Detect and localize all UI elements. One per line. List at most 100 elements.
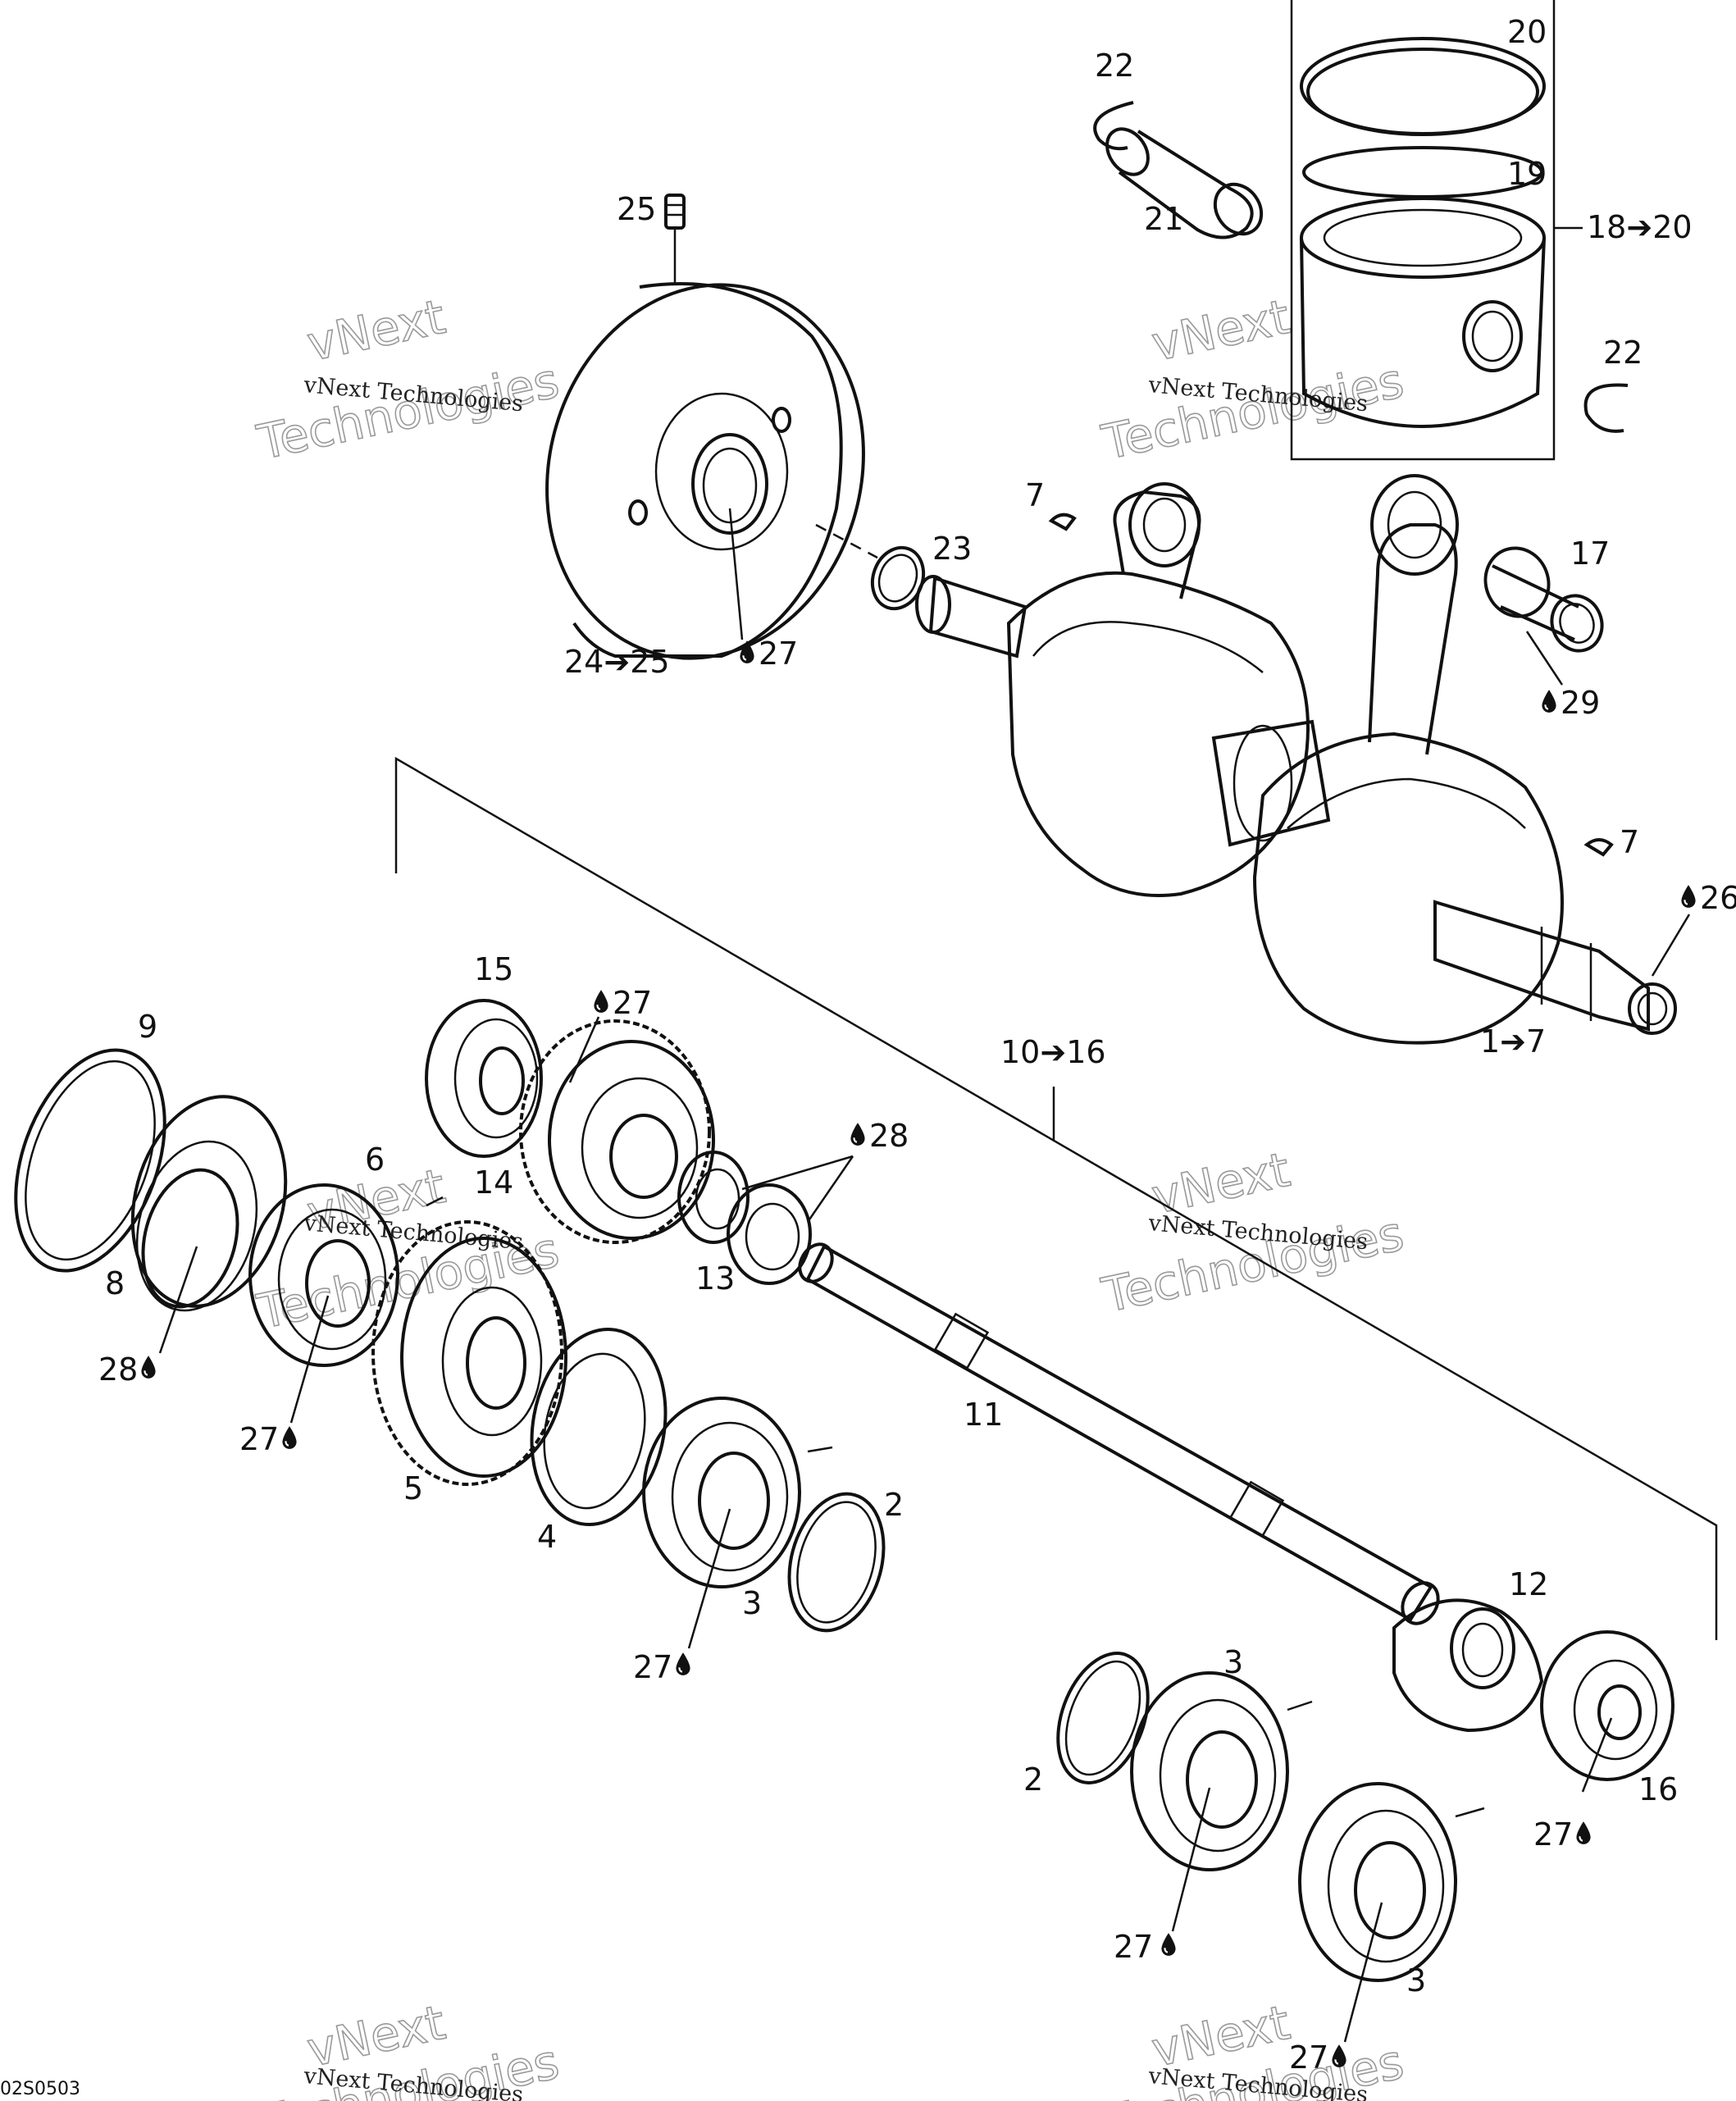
retaining-ring-2-right[interactable] xyxy=(1041,1641,1164,1795)
shim-9[interactable] xyxy=(0,1029,193,1291)
gear-14[interactable] xyxy=(519,1019,715,1244)
leader-28-a xyxy=(741,1155,854,1191)
callout-14: 14 xyxy=(474,1164,513,1201)
callout-8: 8 xyxy=(105,1265,125,1301)
callout-9: 9 xyxy=(138,1009,157,1045)
callout-7-upper: 7 xyxy=(1025,477,1045,513)
figure-code: 02S0503 xyxy=(0,2079,80,2099)
watermark-top-right: vNext Technologies vNext Technologies xyxy=(1096,288,1409,472)
crankshaft-assembly[interactable] xyxy=(915,474,1677,1045)
oil-drop-icon xyxy=(281,1425,298,1450)
watermark-top-left: vNext Technologies vNext Technologies xyxy=(252,288,564,472)
callout-28-bearing13: 28 xyxy=(869,1118,909,1154)
callout-4: 4 xyxy=(537,1519,557,1555)
callout-22-lower: 22 xyxy=(1603,335,1643,371)
circlip-22-lower[interactable] xyxy=(1583,383,1629,433)
callout-25: 25 xyxy=(617,191,656,227)
woodruff-key-7-upper[interactable] xyxy=(1048,513,1077,531)
oil-drop-icon xyxy=(593,989,609,1014)
watermark-mid-right: vNext Technologies vNext Technologies xyxy=(1096,1141,1409,1324)
oil-drop-icon xyxy=(1541,689,1557,713)
crankshaft-seal-23[interactable] xyxy=(864,540,932,616)
callout-28-seal: 28 xyxy=(98,1351,138,1388)
ball-bearing-3-left[interactable] xyxy=(642,1397,833,1588)
retaining-ring-2-left[interactable] xyxy=(775,1483,898,1642)
ball-bearing-6[interactable] xyxy=(248,1183,444,1367)
callout-15: 15 xyxy=(474,951,513,987)
oil-drop-icon xyxy=(140,1355,157,1379)
piston[interactable] xyxy=(1300,197,1546,428)
thrust-washer-4[interactable] xyxy=(517,1319,680,1535)
callout-3-left: 3 xyxy=(742,1585,762,1621)
ball-bearing-3-upper-right[interactable] xyxy=(1130,1671,1313,1871)
callout-27-bearing3-left: 27 xyxy=(633,1649,672,1685)
bearing-13-b[interactable] xyxy=(727,1183,812,1285)
watermark-mid-left: vNext Technologies vNext Technologies xyxy=(252,1157,564,1341)
leader-27-gear14 xyxy=(568,1016,600,1083)
balancer-shaft-11[interactable] xyxy=(793,1238,1445,1629)
ball-bearing-3-lower-right[interactable] xyxy=(1298,1782,1485,1982)
callout-1-7: 1➔7 xyxy=(1480,1023,1546,1060)
oil-drop-icon xyxy=(1680,884,1697,909)
leader-27-bearing3-lower xyxy=(1343,1902,1383,2043)
piston-ring-20[interactable] xyxy=(1300,37,1546,136)
callout-18-20: 18➔20 xyxy=(1587,209,1693,245)
callout-5: 5 xyxy=(403,1470,423,1506)
callout-21: 21 xyxy=(1144,201,1183,237)
callout-27-rotor: 27 xyxy=(759,636,798,672)
callout-6: 6 xyxy=(365,1142,385,1178)
callout-27-bearing3-upper: 27 xyxy=(1114,1929,1153,1965)
balancer-group-frame xyxy=(394,756,1718,1640)
callout-2-right: 2 xyxy=(1023,1761,1043,1798)
callout-27-bearing3-lower: 27 xyxy=(1289,2039,1328,2076)
piston-group-frame xyxy=(1290,0,1583,461)
needle-bearing-17[interactable] xyxy=(1476,540,1610,659)
leader-27-bearing16 xyxy=(1581,1717,1613,1793)
leader-26 xyxy=(1651,914,1691,977)
callout-3-upper-right: 3 xyxy=(1223,1644,1243,1680)
callout-27-gear14: 27 xyxy=(613,985,652,1021)
callout-27-bearing6: 27 xyxy=(239,1421,279,1457)
circlip-22-upper[interactable] xyxy=(1093,101,1134,151)
callout-2-left: 2 xyxy=(884,1487,904,1523)
callout-23: 23 xyxy=(932,531,972,567)
callout-26: 26 xyxy=(1700,880,1736,916)
magneto-rotor[interactable] xyxy=(506,249,904,695)
leader-27-bearing3-upper xyxy=(1171,1787,1211,1932)
callout-22-upper: 22 xyxy=(1095,48,1134,84)
piston-pin[interactable] xyxy=(1099,121,1271,243)
callout-19: 19 xyxy=(1507,156,1547,192)
leader-28-seal xyxy=(158,1246,198,1354)
oil-drop-icon xyxy=(1160,1932,1177,1957)
leader-27-bearing3-left xyxy=(687,1508,731,1649)
piston-ring-19[interactable] xyxy=(1302,146,1543,198)
callout-20: 20 xyxy=(1507,14,1547,50)
oil-drop-icon xyxy=(1575,1821,1592,1845)
woodruff-key-7-lower[interactable] xyxy=(1583,838,1614,857)
ball-bearing-15[interactable] xyxy=(425,999,543,1158)
callout-11: 11 xyxy=(964,1397,1003,1433)
leader-28-b xyxy=(806,1155,854,1223)
svg-text:vNext: vNext xyxy=(1147,289,1295,372)
callout-17: 17 xyxy=(1570,536,1610,572)
watermark-bottom-right: vNext Technologies vNext Technologies xyxy=(1096,1994,1409,2101)
leader-29 xyxy=(1525,631,1564,686)
grease-fitting-25[interactable] xyxy=(664,194,686,283)
ball-bearing-16[interactable] xyxy=(1540,1630,1674,1781)
callout-10-16: 10➔16 xyxy=(1000,1034,1106,1070)
callout-12: 12 xyxy=(1509,1566,1548,1602)
leader-27-bearing6 xyxy=(289,1295,330,1424)
callout-7-lower: 7 xyxy=(1620,824,1639,860)
oil-drop-icon xyxy=(675,1652,691,1676)
leader-27-rotor xyxy=(728,508,744,640)
callout-29: 29 xyxy=(1561,685,1600,721)
watermark-bottom-left: vNext Technologies vNext Technologies xyxy=(252,1994,564,2101)
oil-drop-icon xyxy=(850,1122,866,1146)
callout-27-bearing16: 27 xyxy=(1533,1816,1573,1853)
callout-3-lower-right: 3 xyxy=(1406,1962,1426,1998)
callout-16: 16 xyxy=(1638,1771,1678,1807)
svg-text:vNext: vNext xyxy=(303,289,450,372)
balancer-weight-12[interactable] xyxy=(1392,1598,1544,1733)
callout-24-25: 24➔25 xyxy=(564,644,670,680)
